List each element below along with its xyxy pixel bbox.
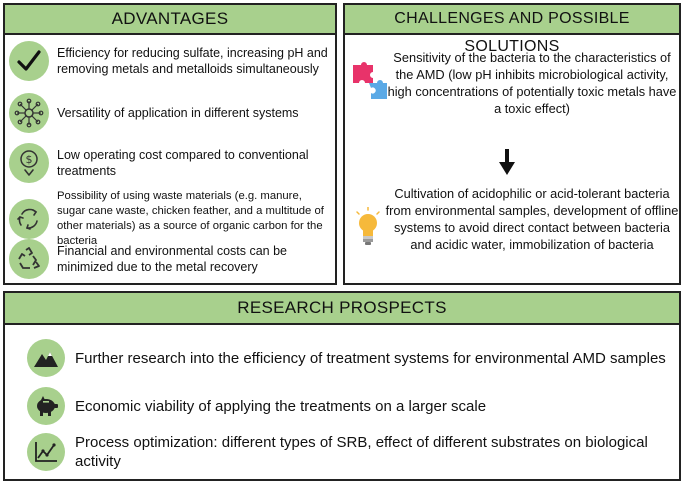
advantage-item: $ Low operating cost compared to convent…: [9, 143, 333, 183]
advantages-header: ADVANTAGES: [5, 5, 335, 35]
advantage-text: Efficiency for reducing sulfate, increas…: [57, 46, 328, 76]
advantage-text: Possibility of using waste materials (e.…: [57, 190, 324, 247]
recycle-icon: [9, 239, 49, 279]
network-icon: [9, 93, 49, 133]
puzzle-icon: [351, 59, 389, 106]
advantage-text: Financial and environmental costs can be…: [57, 244, 287, 274]
money-down-icon: $: [9, 143, 49, 183]
advantage-text: Low operating cost compared to conventio…: [57, 148, 309, 178]
research-text: Economic viability of applying the treat…: [75, 397, 487, 415]
advantage-text: Versatility of application in different …: [57, 106, 299, 120]
challenges-header: CHALLENGES AND POSSIBLE SOLUTIONS: [345, 5, 679, 55]
advantage-item: Financial and environmental costs can be…: [9, 239, 333, 279]
solution-text: Cultivation of acidophilic or acid-toler…: [385, 186, 679, 252]
checkmark-icon: [9, 41, 49, 81]
research-header: RESEARCH PROSPECTS: [5, 293, 679, 325]
arrow-down-icon: [499, 149, 515, 180]
challenges-panel: CHALLENGES AND POSSIBLE SOLUTIONS Sensit…: [343, 3, 681, 285]
research-text: Further research into the efficiency of …: [75, 349, 666, 367]
advantage-item: Versatility of application in different …: [9, 93, 333, 133]
research-item: Economic viability of applying the treat…: [27, 387, 667, 425]
piggy-bank-icon: [27, 387, 65, 425]
challenge-text: Sensitivity of the bacteria to the chara…: [387, 50, 677, 116]
line-chart-icon: [27, 433, 65, 471]
advantage-item: Efficiency for reducing sulfate, increas…: [9, 41, 333, 81]
mountain-icon: [27, 339, 65, 377]
research-item: Further research into the efficiency of …: [27, 339, 667, 377]
research-item: Process optimization: different types of…: [27, 433, 667, 471]
recycle-arrows-icon: [9, 199, 49, 239]
lightbulb-icon: [355, 206, 381, 252]
svg-text:$: $: [26, 153, 33, 166]
advantages-panel: ADVANTAGES Efficiency for reducing sulfa…: [3, 3, 337, 285]
research-text: Process optimization: different types of…: [75, 434, 648, 470]
advantage-item: Possibility of using waste materials (e.…: [9, 189, 333, 249]
research-panel: RESEARCH PROSPECTS Further research into…: [3, 291, 681, 481]
